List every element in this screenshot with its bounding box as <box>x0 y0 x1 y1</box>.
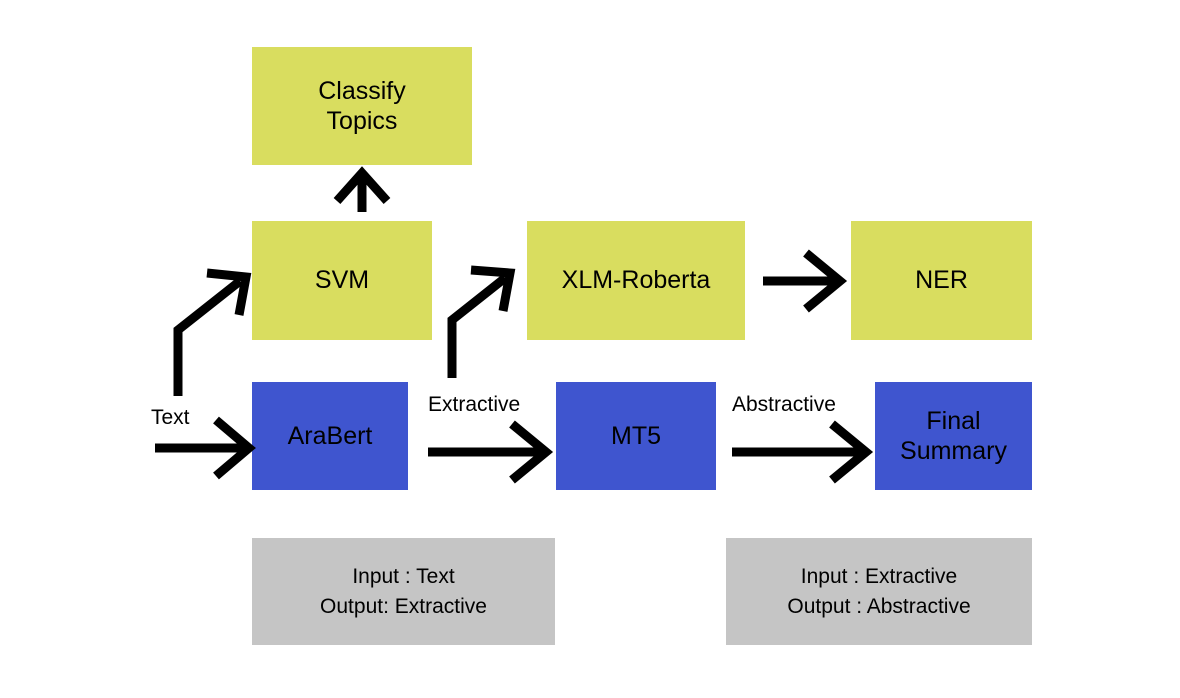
edge-label-text: Text <box>151 406 190 429</box>
node-xlm-roberta[interactable]: XLM-Roberta <box>527 221 745 340</box>
note-arabert-io: Input : Text Output: Extractive <box>252 538 555 645</box>
node-classify-topics[interactable]: Classify Topics <box>252 47 472 165</box>
note-arabert-input: Input : Text <box>352 564 455 588</box>
note-arabert-output: Output: Extractive <box>320 594 487 618</box>
edge-label-extractive: Extractive <box>428 393 521 416</box>
note-mt5-output: Output : Abstractive <box>787 594 971 618</box>
node-ner[interactable]: NER <box>851 221 1032 340</box>
edge-label-abstractive: Abstractive <box>732 393 836 416</box>
note-mt5-input: Input : Extractive <box>800 564 958 588</box>
node-arabert[interactable]: AraBert <box>252 382 408 490</box>
node-final-summary[interactable]: Final Summary <box>875 382 1032 490</box>
node-svm[interactable]: SVM <box>252 221 432 340</box>
node-mt5[interactable]: MT5 <box>556 382 716 490</box>
note-mt5-io: Input : Extractive Output : Abstractive <box>726 538 1032 645</box>
